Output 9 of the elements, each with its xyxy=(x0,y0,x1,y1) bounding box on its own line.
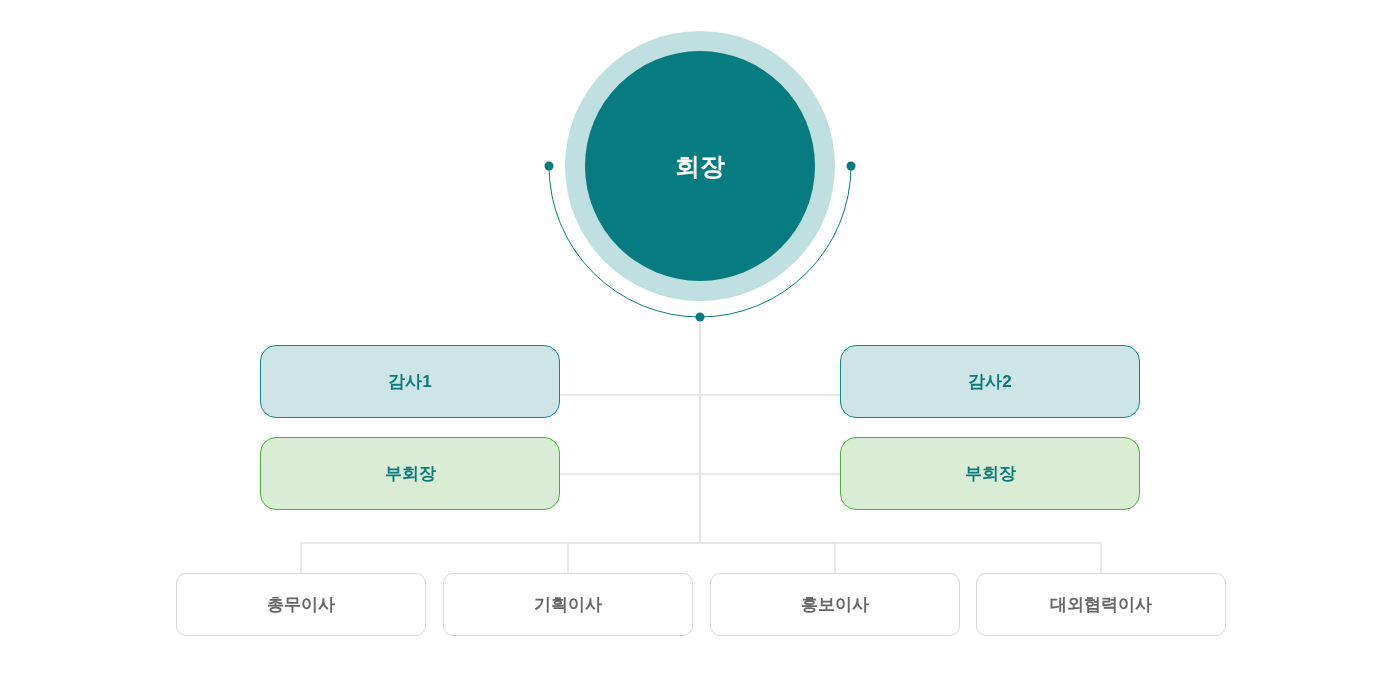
position-box: 감사1 xyxy=(260,345,560,418)
position-box: 대외협력이사 xyxy=(976,573,1226,636)
position-box: 기획이사 xyxy=(443,573,693,636)
position-box: 홍보이사 xyxy=(710,573,960,636)
position-box: 부회장 xyxy=(840,437,1140,510)
position-box: 총무이사 xyxy=(176,573,426,636)
position-box: 감사2 xyxy=(840,345,1140,418)
position-box: 부회장 xyxy=(260,437,560,510)
circle-label: 회장 xyxy=(675,150,725,182)
